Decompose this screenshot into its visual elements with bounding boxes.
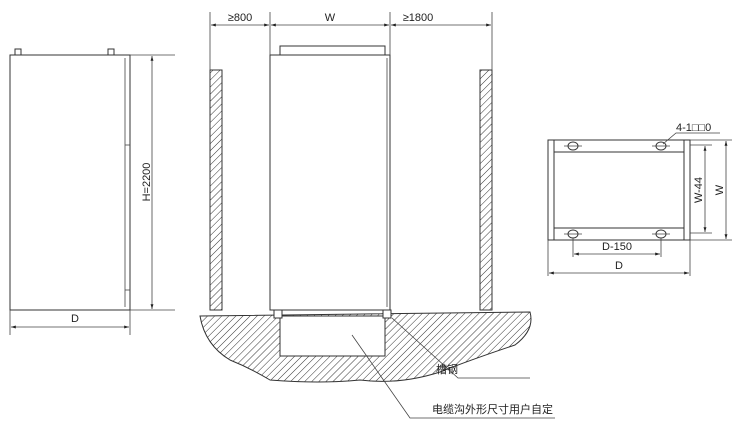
cabinet-side bbox=[269, 54, 391, 311]
top-plate bbox=[279, 45, 386, 56]
channel-steel-label: 槽钢 bbox=[436, 363, 458, 376]
right-wall bbox=[479, 69, 493, 311]
cabinet-outline bbox=[9, 54, 131, 311]
inner-width-label: W-44 bbox=[693, 177, 705, 203]
installation-view: ≥800 W ≥1800 槽钢 电缆沟外形尺寸用户自定 bbox=[199, 12, 555, 419]
base-depth-label: D bbox=[615, 260, 623, 272]
channel-steel-right bbox=[382, 309, 392, 319]
width-label: W bbox=[325, 12, 336, 24]
hole-spec-label: 4-1□□0 bbox=[676, 122, 711, 134]
right-clearance-label: ≥1800 bbox=[403, 12, 434, 24]
channel-steel-leader bbox=[391, 317, 530, 379]
depth-dimension-label: D bbox=[71, 313, 79, 325]
height-dimension-label: H=2200 bbox=[141, 163, 153, 202]
left-clearance-label: ≥800 bbox=[228, 12, 252, 24]
mounting-holes bbox=[564, 141, 670, 239]
cable-trench bbox=[279, 315, 386, 357]
front-view: H=2200 D bbox=[9, 48, 175, 335]
channel-steel-left bbox=[273, 309, 283, 319]
base-width-label: W bbox=[714, 184, 726, 195]
trench-leader bbox=[351, 334, 555, 419]
hole-spacing-label: D-150 bbox=[602, 241, 632, 253]
left-wall bbox=[209, 69, 223, 311]
base-plan-view: 4-1□□0 W-44 W D-150 D bbox=[547, 122, 732, 276]
base-frame bbox=[547, 139, 691, 241]
trench-label: 电缆沟外形尺寸用户自定 bbox=[432, 402, 553, 416]
